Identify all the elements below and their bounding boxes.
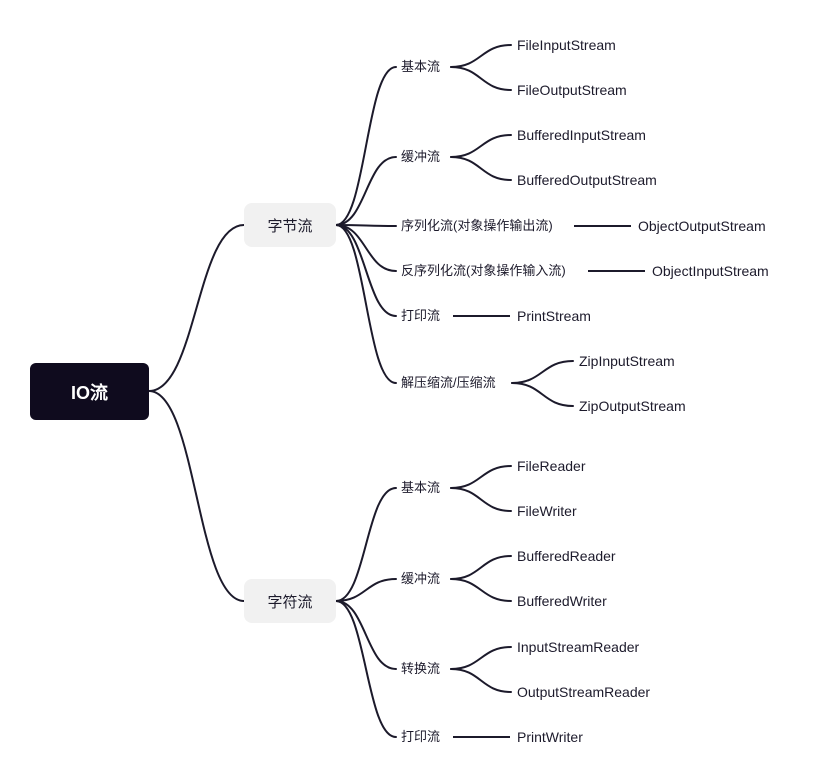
leaf-fileinputstream[interactable]: FileInputStream — [517, 37, 616, 53]
leaf-bufferedoutputstream[interactable]: BufferedOutputStream — [517, 172, 657, 188]
byte-group-print[interactable]: 打印流 — [401, 308, 441, 323]
byte-group-deserialization[interactable]: 反序列化流(对象操作输入流) — [401, 263, 566, 278]
leaf-fileoutputstream[interactable]: FileOutputStream — [517, 82, 627, 98]
leaf-bufferedreader[interactable]: BufferedReader — [517, 548, 616, 564]
byte-group-buffered[interactable]: 缓冲流 — [401, 149, 441, 164]
category-char-stream[interactable]: 字符流 — [244, 579, 336, 623]
category-byte-stream[interactable]: 字节流 — [244, 203, 336, 247]
leaf-bufferedwriter[interactable]: BufferedWriter — [517, 593, 607, 609]
leaf-filereader[interactable]: FileReader — [517, 458, 586, 474]
leaf-objectoutputstream[interactable]: ObjectOutputStream — [638, 218, 766, 234]
leaf-outputstreamreader[interactable]: OutputStreamReader — [517, 684, 651, 700]
byte-group-basic[interactable]: 基本流 — [401, 59, 441, 74]
byte-group-zip[interactable]: 解压缩流/压缩流 — [401, 375, 496, 390]
leaf-bufferedinputstream[interactable]: BufferedInputStream — [517, 127, 646, 143]
char-group-print[interactable]: 打印流 — [401, 729, 441, 744]
leaf-filewriter[interactable]: FileWriter — [517, 503, 577, 519]
leaf-inputstreamreader[interactable]: InputStreamReader — [517, 639, 640, 655]
leaf-zipoutputstream[interactable]: ZipOutputStream — [579, 398, 686, 414]
char-group-buffered[interactable]: 缓冲流 — [401, 571, 441, 586]
leaf-printwriter[interactable]: PrintWriter — [517, 729, 583, 745]
leaf-objectinputstream[interactable]: ObjectInputStream — [652, 263, 769, 279]
char-group-conversion[interactable]: 转换流 — [401, 661, 441, 676]
root-node-io[interactable]: IO流 — [30, 363, 149, 420]
byte-group-serialization[interactable]: 序列化流(对象操作输出流) — [401, 218, 553, 233]
leaf-zipinputstream[interactable]: ZipInputStream — [579, 353, 675, 369]
leaf-printstream[interactable]: PrintStream — [517, 308, 591, 324]
char-group-basic[interactable]: 基本流 — [401, 480, 441, 495]
